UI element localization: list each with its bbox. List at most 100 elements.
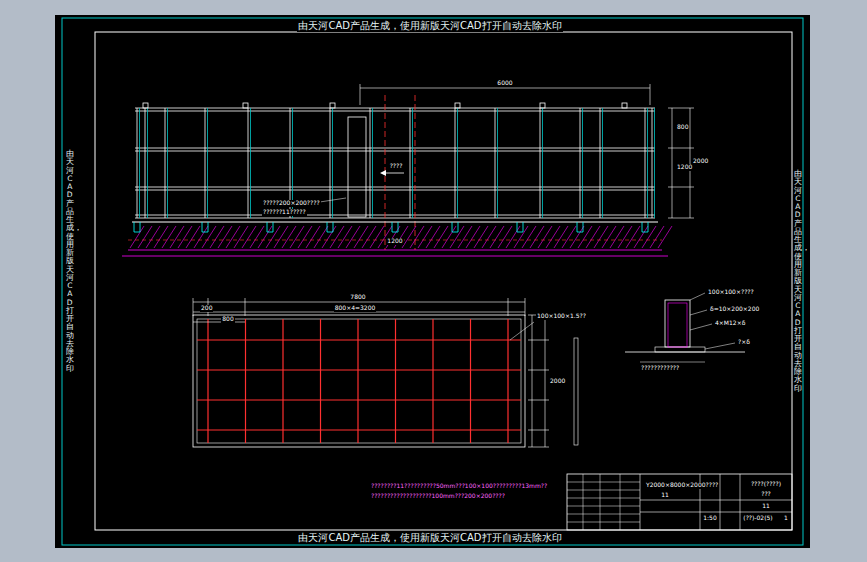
frame-post: [654, 108, 655, 218]
ground-hatch: [650, 226, 664, 248]
drawing-label: ???????????????????100mm???200×200????: [370, 493, 506, 500]
ground-line: [128, 250, 662, 251]
leader-line: [705, 343, 735, 349]
plan-grid: [197, 429, 521, 430]
dimension-line: [532, 315, 533, 447]
drawing-label: Y2000×8000×2000????: [645, 482, 719, 489]
drawing-label: 800: [221, 316, 234, 323]
frame-beam: [135, 151, 655, 152]
sheet-ground: [55, 15, 810, 548]
title-block-rule: [720, 474, 721, 530]
watermark: 由天河CAD产品生成，使用新版天河CAD打开自动去除水印: [297, 532, 562, 544]
anchor-footing: [267, 222, 273, 232]
ground-hatch: [162, 226, 176, 248]
leader-line: [690, 310, 707, 315]
watermark: 由天河CAD产品生成，使用新版天河CAD打开自动去除水印: [66, 150, 74, 373]
anchor-footing: [392, 222, 398, 232]
frame-post: [332, 108, 333, 218]
drawing-label: 1:50: [702, 515, 717, 522]
drawing-label: ????????11??????????50mm???100×100??????…: [370, 483, 548, 490]
extension-line: [360, 84, 361, 105]
dimension-line: [672, 108, 673, 218]
extension-line: [193, 298, 194, 316]
ground-hatch: [578, 226, 592, 248]
ground-hatch: [634, 226, 648, 248]
leader-line: [510, 322, 534, 340]
frame-post: [542, 108, 543, 218]
title-block-rule: [640, 512, 792, 513]
ground-hatch: [146, 226, 160, 248]
title-block-rule: [740, 474, 741, 530]
frame-post: [205, 108, 206, 218]
frame-post: [248, 108, 249, 218]
frame-beam: [135, 108, 655, 109]
column-section: [668, 303, 687, 347]
frame-post: [145, 108, 146, 218]
dimension-line: [193, 302, 525, 303]
dimension-tick: [668, 148, 694, 149]
ground-hatch: [474, 226, 488, 248]
frame-post: [137, 108, 138, 218]
ground-hatch: [290, 226, 304, 248]
drawing-label: 6000: [496, 80, 513, 87]
ground-hatch: [338, 226, 352, 248]
frame-post: [497, 108, 498, 218]
plan-grid: [507, 319, 508, 443]
frame-post: [139, 108, 140, 218]
ground-hatch: [586, 226, 600, 248]
dimension-tick: [528, 400, 549, 401]
drawing-label: 11: [660, 492, 670, 499]
frame-beam: [135, 190, 655, 191]
ground-hatch: [610, 226, 624, 248]
plan-grid: [282, 319, 283, 443]
ground-hatch: [402, 226, 416, 248]
frame-post: [372, 108, 373, 218]
ground-hatch: [602, 226, 616, 248]
anchor-footing: [327, 222, 333, 232]
ground-hatch: [562, 226, 576, 248]
title-block-rule: [567, 522, 640, 523]
drawing-label: ?×δ: [737, 339, 751, 346]
title-block-rule: [567, 506, 640, 507]
ground-hatch: [410, 226, 424, 248]
post-cap: [622, 103, 627, 108]
frame-post: [582, 108, 583, 218]
dimension-tick: [528, 340, 549, 341]
ground-hatch: [298, 226, 312, 248]
frame-beam: [135, 111, 655, 112]
drawing-label: 1: [783, 515, 789, 522]
title-block-rule: [567, 490, 640, 491]
post-cap: [455, 103, 460, 108]
ground-hatch: [418, 226, 432, 248]
frame-post: [645, 108, 646, 218]
frame-post: [540, 108, 541, 218]
ground-hatch: [442, 226, 456, 248]
ground-hatch: [210, 226, 224, 248]
extension-line: [525, 298, 526, 316]
frame-post: [580, 108, 581, 218]
drawing-label: 4×M12×δ: [714, 320, 746, 327]
drawing-label: 100×100×1.5??: [536, 313, 587, 320]
frame-post: [600, 108, 601, 218]
plan-grid: [245, 319, 246, 443]
plan-outline: [193, 315, 525, 447]
drawing-label: ????????????: [640, 365, 680, 372]
anchor-footing: [134, 222, 140, 232]
ground-hatch: [514, 226, 528, 248]
ground-hatch: [426, 226, 440, 248]
ground-hatch: [178, 226, 192, 248]
ground-hatch: [330, 226, 344, 248]
ground-line: [122, 256, 668, 257]
drawing-label: 100×100×????: [707, 289, 755, 296]
frame-beam: [135, 215, 655, 216]
ground-hatch: [314, 226, 328, 248]
title-block-rule: [640, 500, 792, 501]
frame-post: [652, 108, 653, 218]
anchor-footing: [452, 222, 458, 232]
title-block-rule: [567, 514, 640, 515]
dimension-tick: [668, 187, 694, 188]
frame-post: [602, 108, 603, 218]
drawing-label: (??)-02(5): [742, 515, 773, 522]
ground-hatch: [506, 226, 520, 248]
frame-beam: [135, 148, 655, 149]
